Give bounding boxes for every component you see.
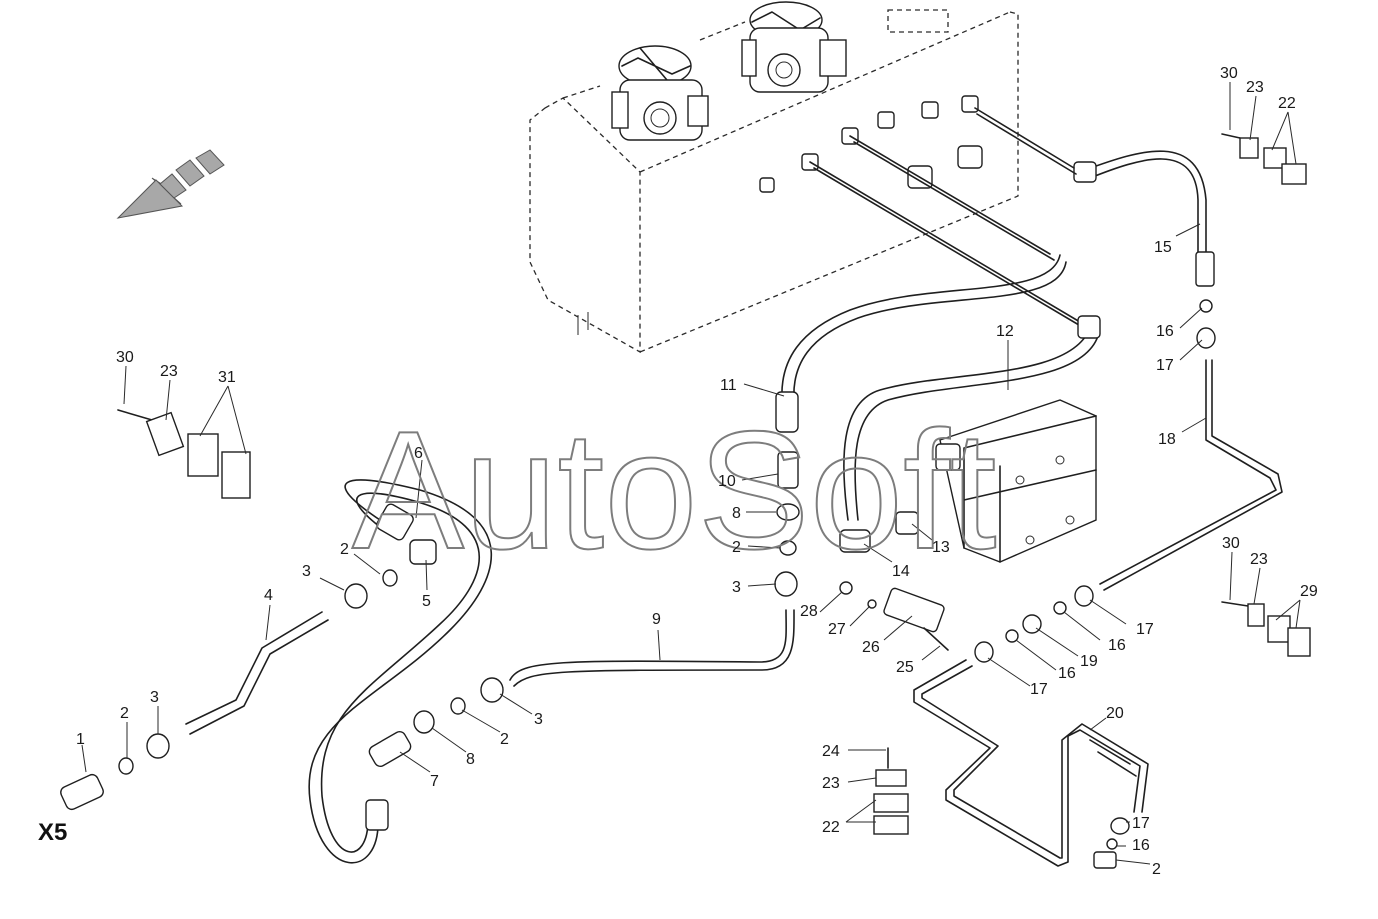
callout-15: 15: [1154, 239, 1172, 256]
callout-2: 2: [1152, 861, 1161, 878]
hose-11: [775, 254, 1067, 433]
callout-13: 13: [932, 539, 950, 556]
tank-breather-valve-left: [611, 45, 709, 141]
callout-25: 25: [896, 659, 914, 676]
callout-4: 4: [264, 587, 273, 604]
callout-16: 16: [1132, 837, 1150, 854]
callout-26: 26: [862, 639, 880, 656]
callout-22: 22: [1278, 95, 1296, 112]
callout-17: 17: [1132, 815, 1150, 832]
callout-10: 10: [718, 473, 736, 490]
callout-3: 3: [534, 711, 543, 728]
callout-8: 8: [732, 505, 741, 522]
leader-lines: [81, 82, 1301, 865]
callout-3: 3: [302, 563, 311, 580]
clamp-set-29-right: [1221, 601, 1311, 657]
callout-9: 9: [652, 611, 661, 628]
callout-3: 3: [732, 579, 741, 596]
pipe-20: [913, 659, 1149, 867]
tank-ports: [759, 95, 983, 193]
callout-2: 2: [732, 539, 741, 556]
callout-23: 23: [1250, 551, 1268, 568]
direction-arrow-icon: [116, 149, 225, 219]
clamp-set-22-bottom: [873, 747, 909, 835]
pipe-18: [1099, 359, 1283, 591]
callout-20: 20: [1106, 705, 1124, 722]
callout-29: 29: [1300, 583, 1318, 600]
control-valve-block: [935, 399, 1097, 563]
callout-14: 14: [892, 563, 910, 580]
callout-30: 30: [1220, 65, 1238, 82]
pipe-9: [509, 609, 795, 687]
pipe-4: [185, 611, 329, 735]
callout-12: 12: [996, 323, 1014, 340]
fittings: [60, 299, 1216, 869]
callout-5: 5: [422, 593, 431, 610]
callout-2: 2: [340, 541, 349, 558]
callout-7: 7: [430, 773, 439, 790]
callout-17: 17: [1136, 621, 1154, 638]
hydraulic-tank: [529, 9, 1019, 354]
callout-23: 23: [160, 363, 178, 380]
watermark: AutoSoft: [352, 396, 996, 584]
tank-breather-valve-right: [741, 1, 847, 93]
callout-23: 23: [1246, 79, 1264, 96]
hose-15: [974, 107, 1215, 287]
callout-1: 1: [76, 731, 85, 748]
clamp-set-22-top: [1221, 133, 1307, 185]
callout-18: 18: [1158, 431, 1176, 448]
callout-8: 8: [466, 751, 475, 768]
callout-24: 24: [822, 743, 840, 760]
pipe-lines-from-tank: [809, 135, 1085, 329]
callout-16: 16: [1058, 665, 1076, 682]
callout-28: 28: [800, 603, 818, 620]
callout-2: 2: [500, 731, 509, 748]
clamp-set-31-left: [117, 409, 251, 499]
callout-19: 19: [1080, 653, 1098, 670]
callout-16: 16: [1108, 637, 1126, 654]
callout-31: 31: [218, 369, 236, 386]
callout-11: 11: [720, 377, 737, 394]
callout-30: 30: [1222, 535, 1240, 552]
callout-17: 17: [1030, 681, 1048, 698]
callout-17: 17: [1156, 357, 1174, 374]
callout-3: 3: [150, 689, 159, 706]
callout-30: 30: [116, 349, 134, 366]
callout-27: 27: [828, 621, 846, 638]
hose-12: [843, 315, 1101, 521]
callout-23: 23: [822, 775, 840, 792]
hose-6: [308, 479, 493, 864]
callout-2: 2: [120, 705, 129, 722]
callout-16: 16: [1156, 323, 1174, 340]
callout-6: 6: [414, 445, 423, 462]
view-label: X5: [38, 819, 67, 846]
callout-22: 22: [822, 819, 840, 836]
